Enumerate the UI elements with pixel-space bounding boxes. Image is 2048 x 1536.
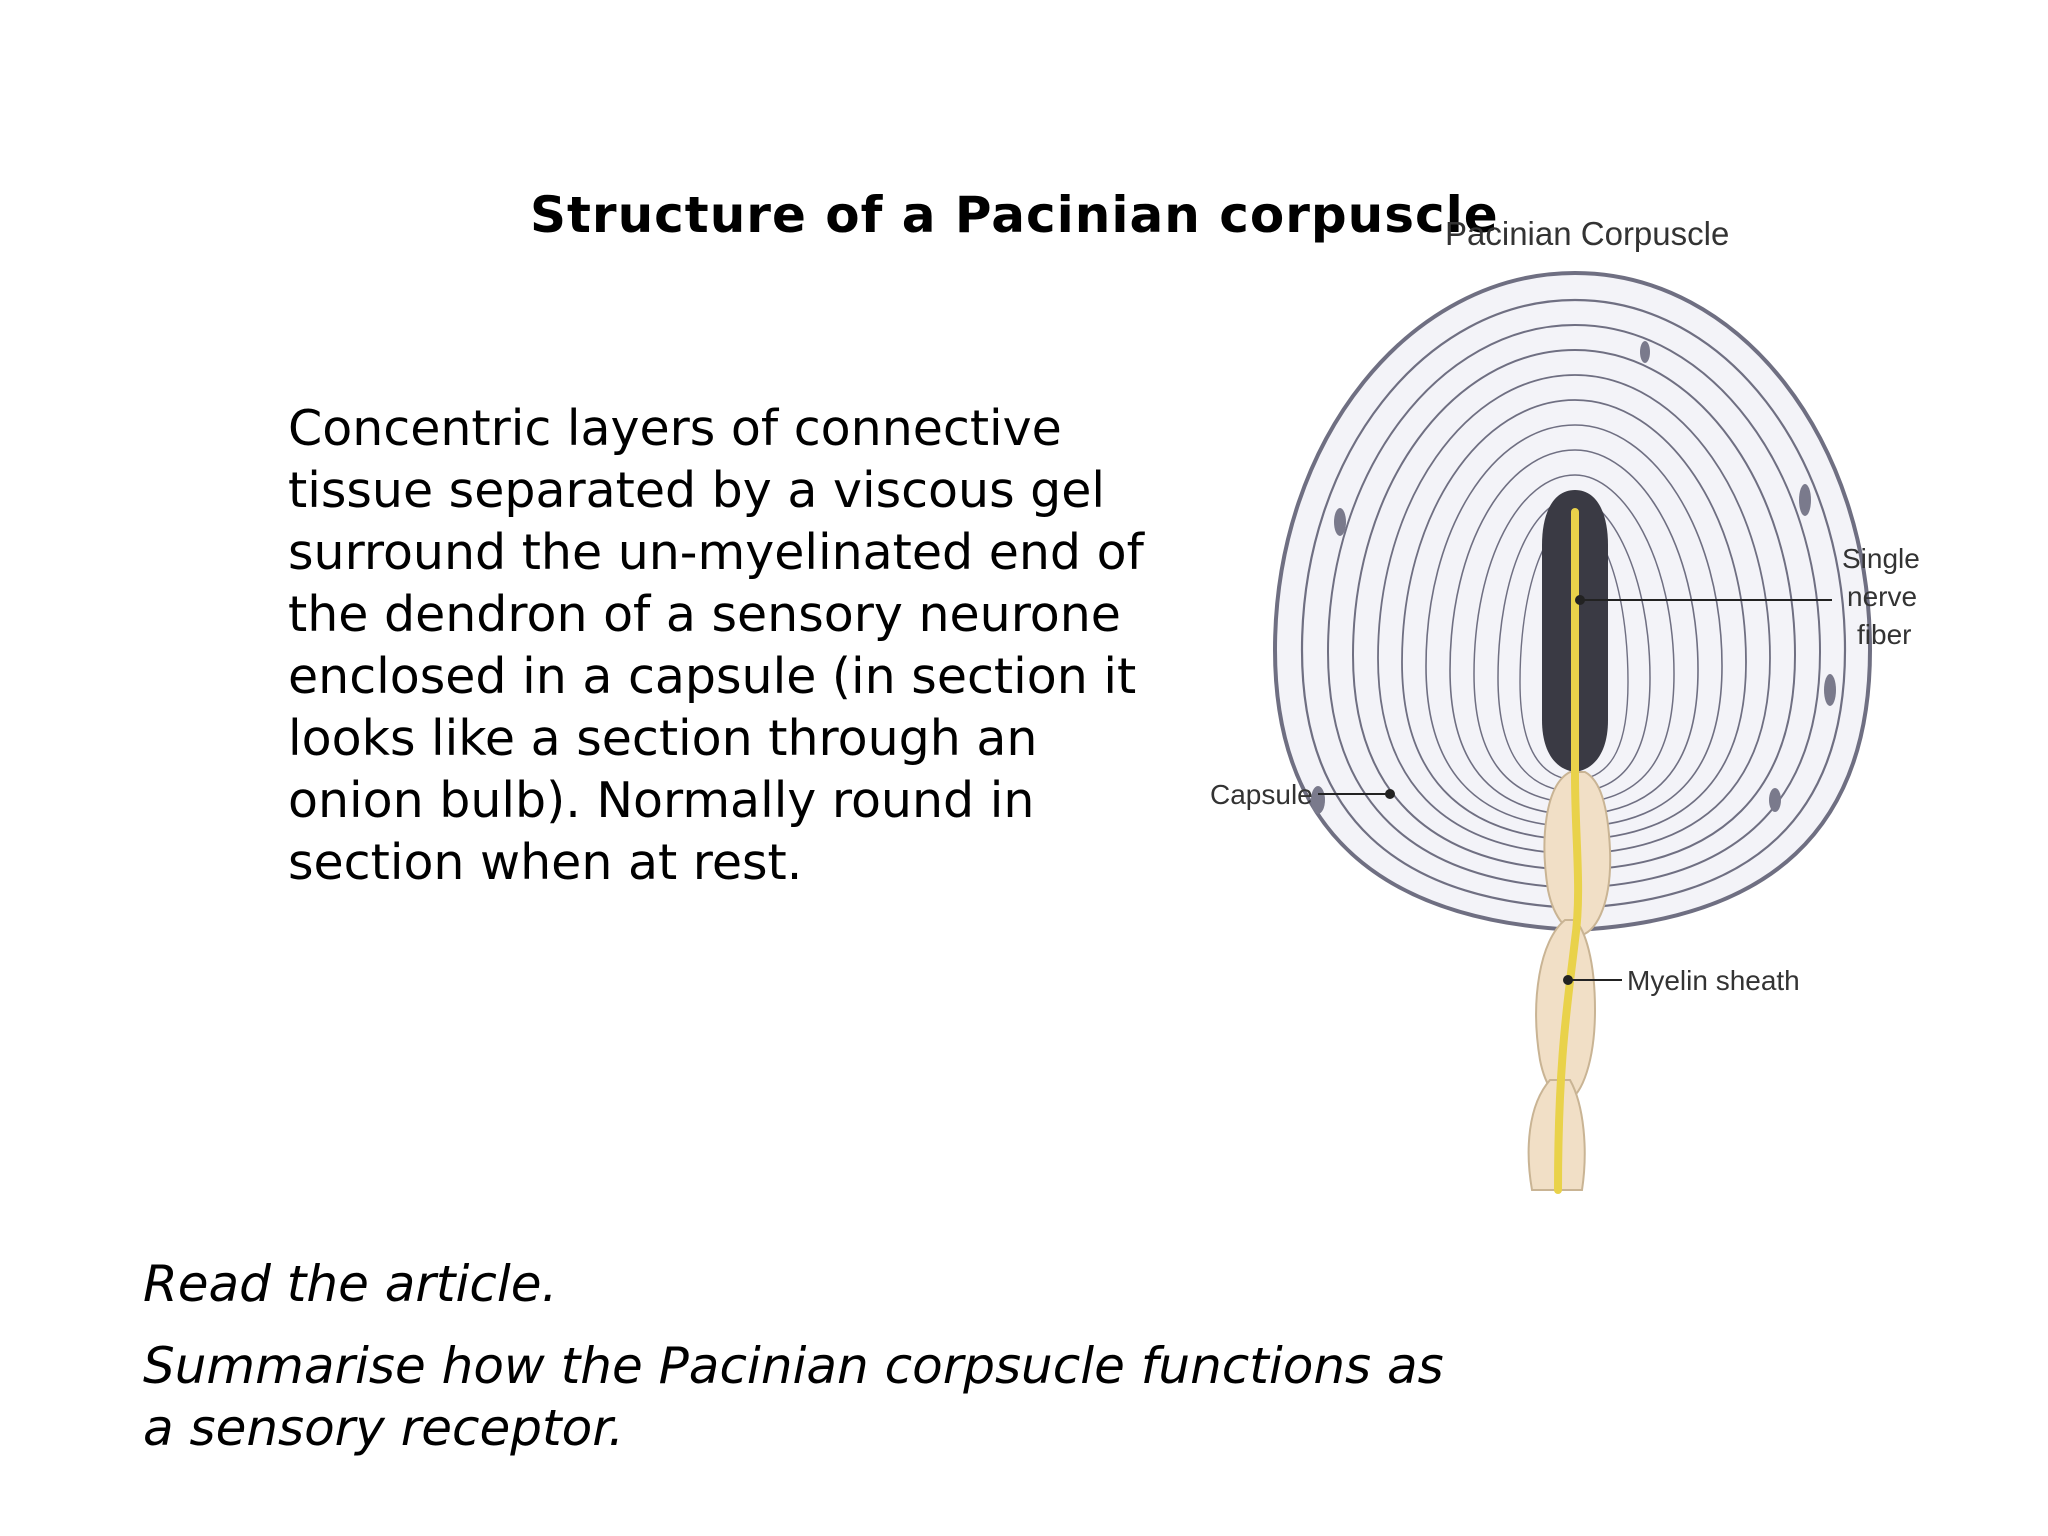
slide-title: Structure of a Pacinian corpuscle: [530, 186, 1499, 244]
label-single: Single: [1842, 543, 1920, 574]
nucleus: [1334, 508, 1346, 536]
nucleus: [1311, 786, 1325, 814]
nucleus: [1769, 788, 1781, 812]
nucleus: [1799, 484, 1811, 516]
diagram-svg: Pacinian Corpuscle: [1210, 215, 1920, 1194]
leader-dot: [1575, 595, 1585, 605]
nucleus: [1824, 674, 1836, 706]
label-myelin-sheath: Myelin sheath: [1627, 965, 1800, 996]
label-nerve: nerve: [1847, 581, 1917, 612]
task-summarise: Summarise how the Pacinian corpsucle fun…: [143, 1337, 1444, 1457]
diagram-title: Pacinian Corpuscle: [1445, 215, 1729, 252]
pacinian-corpuscle-diagram: Pacinian Corpuscle: [1190, 200, 1970, 1200]
nerve-fiber: [1554, 508, 1583, 1194]
task-read-article: Read the article.: [143, 1255, 558, 1313]
description-text: Concentric layers of connective tissue s…: [288, 400, 1144, 891]
label-fiber: fiber: [1857, 619, 1911, 650]
leader-dot: [1563, 975, 1573, 985]
nucleus: [1640, 341, 1650, 363]
leader-lines: [1318, 595, 1832, 985]
leader-dot: [1385, 789, 1395, 799]
label-capsule: Capsule: [1210, 779, 1313, 810]
